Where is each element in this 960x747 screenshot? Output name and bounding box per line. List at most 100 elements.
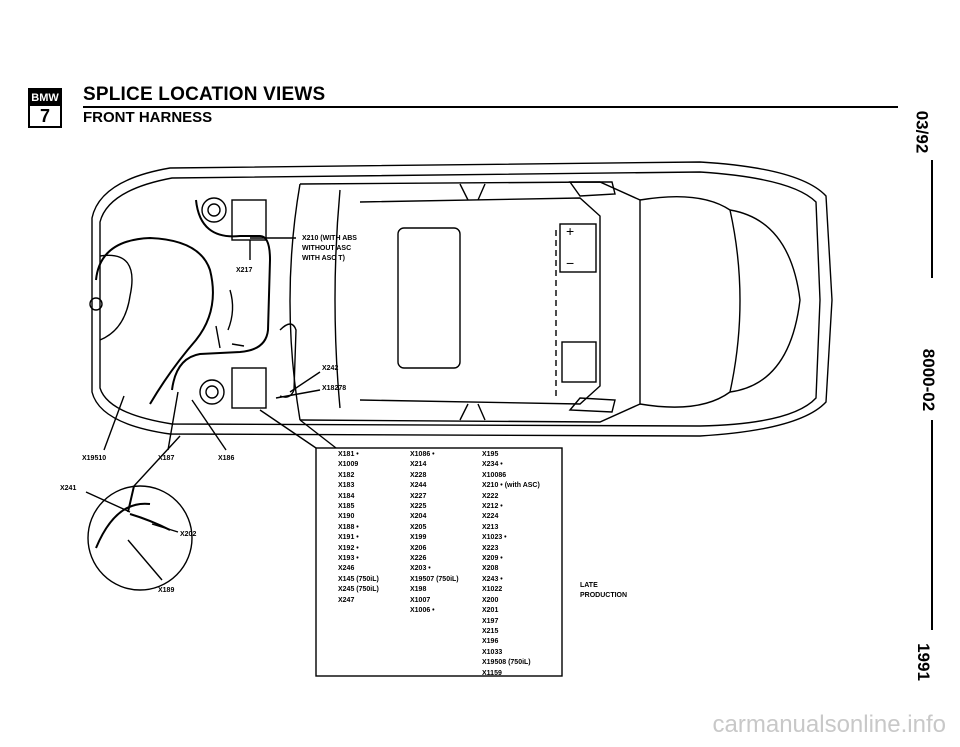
roof-outline (359, 197, 601, 405)
callout-x241: X241 (60, 485, 76, 492)
leader-x241 (85, 491, 131, 513)
callout-x186: X186 (218, 455, 234, 462)
cabin-outline (299, 181, 641, 423)
logo-text: BMW (30, 90, 60, 106)
splice-item: X198 (410, 586, 427, 594)
splice-item: X191 • (338, 534, 359, 542)
splice-item: X1023 • (482, 534, 507, 542)
splice-item: X195 (482, 451, 499, 458)
splice-item: X204 (410, 513, 427, 521)
splice-item: X10086 (482, 471, 507, 479)
splice-item: X205 (410, 523, 427, 531)
splice-item: X247 (338, 596, 355, 604)
callout-x242: X242 (322, 365, 338, 372)
splice-item: X192 • (338, 544, 359, 552)
callout-x202: X202 (180, 531, 196, 538)
splice-item: X184 (338, 492, 355, 500)
harness-branch (215, 289, 245, 349)
callout-x189: X189 (158, 587, 174, 594)
late-line1: LATE (580, 582, 598, 589)
windshield-left (289, 183, 301, 421)
battery-plus: + (566, 223, 574, 239)
splice-item: X246 (338, 565, 355, 573)
splice-item: X197 (482, 617, 499, 625)
pillar-bottom (459, 403, 486, 421)
splice-item: X224 (482, 513, 499, 521)
splice-item: X234 • (482, 461, 503, 469)
splice-item: X1006 • (410, 607, 435, 615)
detail-harness (95, 485, 171, 549)
callout-x210-3: WITH ASC T) (302, 255, 345, 262)
rear-box (561, 341, 597, 383)
splice-list-box (315, 447, 563, 677)
leader-x18278 (275, 389, 321, 399)
splice-item: X19507 (750iL) (410, 575, 459, 583)
splice-item: X227 (410, 492, 427, 500)
strut-top-inner (207, 203, 221, 217)
splice-item: X201 (482, 607, 499, 615)
mirror-top (568, 181, 616, 197)
battery-minus: − (566, 255, 574, 271)
splice-item: X244 (410, 482, 427, 490)
trunk-lid (729, 209, 801, 393)
bmw-logo: BMW 7 (28, 88, 62, 128)
detail-circle (87, 485, 193, 591)
splice-item: X243 • (482, 575, 503, 583)
bumper-curve (99, 254, 133, 341)
splice-item: X1009 (338, 461, 359, 469)
strut-bottom (199, 379, 225, 405)
harness-upper (171, 199, 272, 391)
late-production-note: LATE PRODUCTION (580, 581, 627, 601)
splice-item: X1086 • (410, 451, 435, 458)
callout-x19510: X19510 (82, 455, 106, 462)
splice-item: X199 (410, 534, 427, 542)
detail-leader (133, 435, 181, 487)
splice-item: X228 (410, 471, 427, 479)
splice-item: X212 • (482, 503, 503, 511)
splice-item: X1007 (410, 596, 431, 604)
title-rule (83, 106, 898, 108)
splice-item: X196 (482, 638, 499, 646)
splice-item: X183 (338, 482, 355, 490)
splice-item: X214 (410, 461, 427, 469)
car-body-outline (91, 161, 833, 437)
page-title: SPLICE LOCATION VIEWS (83, 84, 326, 105)
list-leader-1 (259, 409, 317, 449)
splice-item: X145 (750iL) (338, 575, 379, 583)
relay-box-bottom (231, 367, 267, 409)
splice-item: X208 (482, 565, 499, 573)
splice-item: X1022 (482, 586, 503, 594)
pillar-top (459, 183, 486, 201)
page-subtitle: FRONT HARNESS (83, 109, 213, 126)
callout-x210-2: WITHOUT ASC (302, 245, 351, 252)
splice-item: X188 • (338, 523, 359, 531)
splice-item: X1159 (482, 669, 502, 677)
splice-item: X215 (482, 627, 499, 635)
splice-item: X19508 (750iL) (482, 659, 531, 667)
splice-item: X210 • (with ASC) (482, 482, 540, 490)
watermark: carmanualsonline.info (712, 711, 946, 738)
list-leader-2 (299, 419, 337, 449)
callout-x217: X217 (236, 267, 252, 274)
battery (559, 223, 597, 273)
splice-item: X222 (482, 492, 499, 500)
splice-item: X185 (338, 503, 355, 511)
leader-x202 (151, 523, 179, 533)
splice-item: X209 • (482, 555, 503, 563)
callout-x187: X187 (158, 455, 174, 462)
splice-item: X200 (482, 596, 499, 604)
splice-item: X213 (482, 523, 499, 531)
splice-item: X193 • (338, 555, 359, 563)
sunroof (397, 227, 461, 369)
mirror-bottom (568, 397, 616, 413)
splice-item: X245 (750iL) (338, 586, 379, 594)
splice-item: X1033 (482, 648, 503, 656)
rear-window (639, 196, 741, 408)
car-body-inner (99, 171, 821, 427)
side-rule-1 (931, 160, 933, 278)
splice-item: X203 • (410, 565, 431, 573)
splice-item: X225 (410, 503, 427, 511)
